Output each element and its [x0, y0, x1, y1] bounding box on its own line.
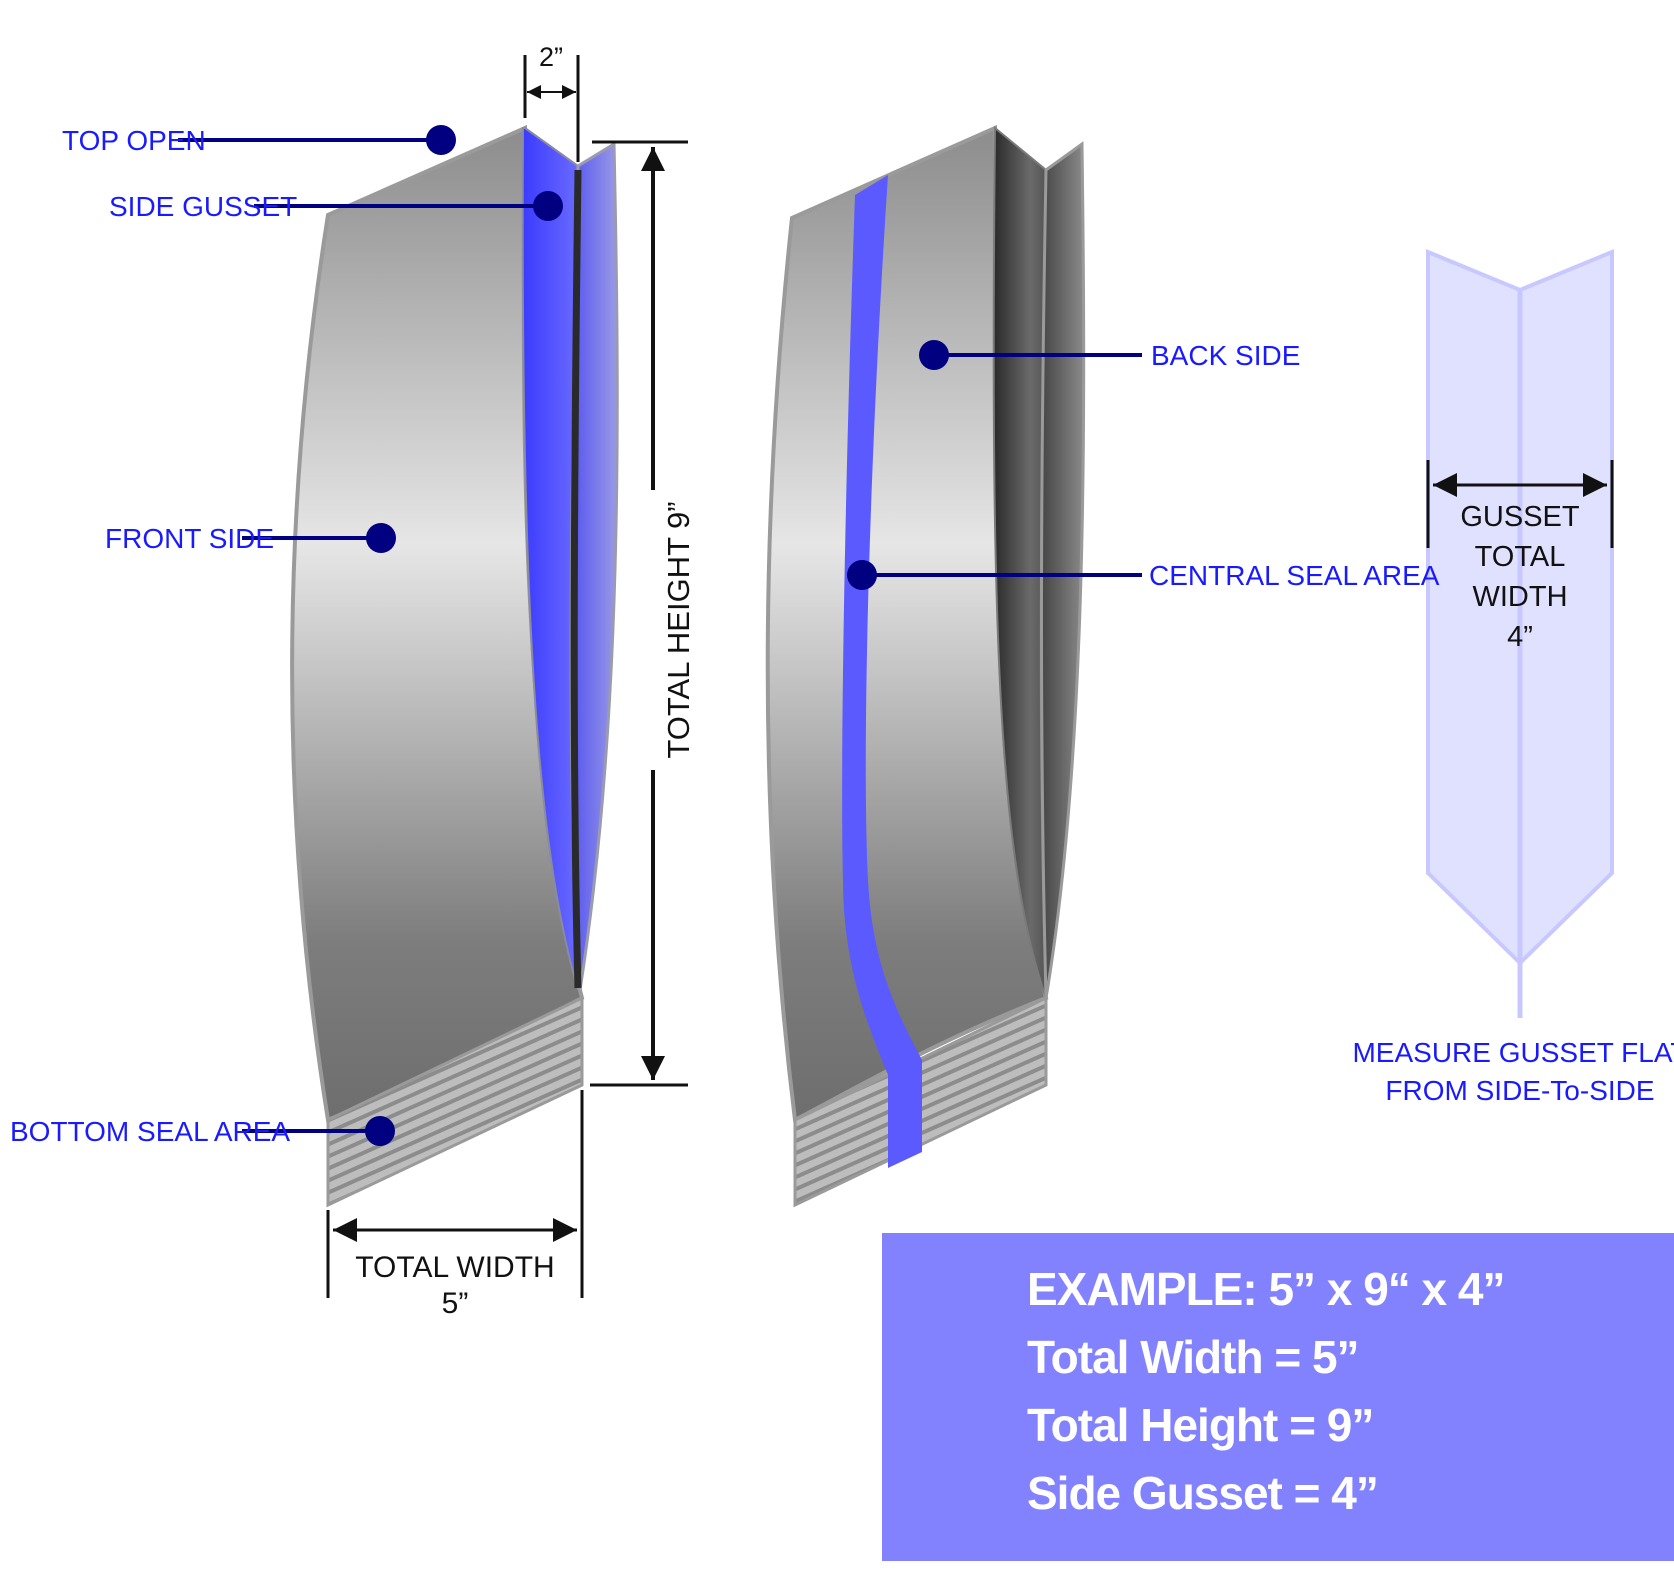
callout-top-open: TOP OPEN: [62, 125, 456, 156]
gusset-width-line2: TOTAL: [1475, 541, 1566, 573]
callout-bottom-seal-area: BOTTOM SEAL AREA: [10, 1116, 395, 1147]
bottom-seal-area: [326, 995, 584, 1208]
gusset-width-line1: GUSSET: [1460, 501, 1580, 533]
gusset-width-line3: WIDTH: [1472, 581, 1567, 613]
dimension-gusset-total-width: GUSSET TOTAL WIDTH 4”: [1426, 460, 1614, 653]
gusset-note-line2: FROM SIDE-To-SIDE: [1385, 1075, 1654, 1106]
back-gusset-side: [1040, 141, 1086, 999]
callout-dot: [366, 523, 396, 553]
gusset-flat-shape: [1426, 249, 1614, 1018]
dimension-total-height: TOTAL HEIGHT 9”: [590, 140, 696, 1087]
dimension-total-width: TOTAL WIDTH 5”: [326, 1090, 584, 1320]
callout-front-side-label: FRONT SIDE: [105, 523, 274, 554]
callout-front-side: FRONT SIDE: [105, 523, 396, 554]
gusset-fold-line: [570, 169, 582, 989]
callout-dot: [919, 340, 949, 370]
callout-bottom-seal-label: BOTTOM SEAL AREA: [10, 1116, 290, 1147]
callout-dot: [847, 560, 877, 590]
example-box: EXAMPLE: 5” x 9“ x 4” Total Width = 5” T…: [882, 1233, 1674, 1561]
example-title: EXAMPLE: 5” x 9“ x 4”: [1027, 1263, 1505, 1315]
callout-top-open-label: TOP OPEN: [62, 125, 206, 156]
callout-dot: [426, 125, 456, 155]
front-bag: [290, 124, 619, 1208]
callout-side-gusset-label: SIDE GUSSET: [109, 191, 297, 222]
total-height-label: TOTAL HEIGHT 9”: [661, 501, 696, 758]
callout-central-seal-label: CENTRAL SEAL AREA: [1149, 560, 1440, 591]
example-lines: EXAMPLE: 5” x 9“ x 4” Total Width = 5” T…: [1027, 1255, 1505, 1527]
callout-dot: [365, 1116, 395, 1146]
callout-side-gusset: SIDE GUSSET: [109, 191, 563, 222]
gusset-note-line1: MEASURE GUSSET FLAT: [1352, 1037, 1674, 1068]
dimension-gusset-fold: 2”: [523, 42, 580, 162]
back-bag: [765, 124, 1086, 1208]
gusset-fold-label: 2”: [539, 42, 563, 72]
central-seal-stripe: [842, 175, 922, 1168]
callout-central-seal-area: CENTRAL SEAL AREA: [847, 560, 1440, 591]
total-width-label: TOTAL WIDTH: [355, 1251, 554, 1284]
gusset-width-value: 4”: [1507, 621, 1533, 653]
callout-dot: [533, 191, 563, 221]
callout-back-side-label: BACK SIDE: [1151, 340, 1300, 371]
example-total-height: Total Height = 9”: [1027, 1399, 1374, 1451]
example-side-gusset: Side Gusset = 4”: [1027, 1467, 1379, 1519]
gusset-measure-note: MEASURE GUSSET FLAT FROM SIDE-To-SIDE: [1352, 1037, 1674, 1106]
callout-back-side: BACK SIDE: [919, 340, 1300, 371]
example-total-width: Total Width = 5”: [1027, 1331, 1360, 1383]
total-width-value: 5”: [442, 1287, 469, 1320]
